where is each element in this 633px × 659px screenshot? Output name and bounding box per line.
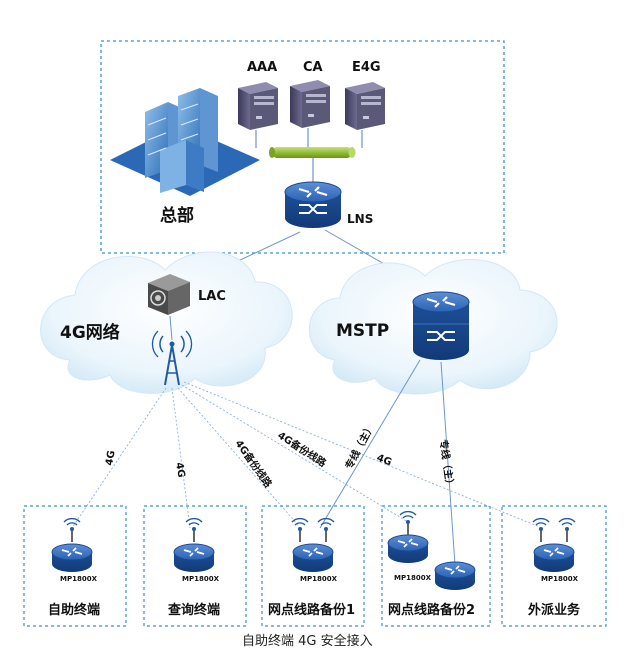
link-label-leased-2: 专线（主） — [437, 439, 457, 490]
hq-box — [100, 40, 505, 254]
diagram-caption: 自助终端 4G 安全接入 — [242, 633, 373, 649]
branch-outbound-router-icon — [533, 543, 575, 573]
server-e4g-label: E4G — [352, 60, 381, 75]
link-label-leased-1: 专线（主） — [342, 421, 377, 471]
branch-backup1-device: MP1800X — [300, 575, 338, 583]
server-e4g-icon — [345, 82, 385, 130]
link-label-4g-selfservice: 4G — [104, 450, 117, 467]
mstp-router-icon — [411, 290, 471, 362]
branch-outbound-device: MP1800X — [541, 575, 579, 583]
branch-backup2-router-icon-b — [434, 561, 476, 591]
lac-label: LAC — [198, 289, 226, 304]
branch-selfservice-router-icon — [51, 543, 93, 573]
lan-bus — [269, 147, 356, 158]
branch-selfservice-label: 自助终端 — [48, 602, 100, 618]
link-label-4g-query: 4G — [173, 462, 186, 479]
lac-device-icon — [148, 274, 190, 315]
link-label-4g-outbound: 4G — [375, 453, 393, 469]
server-aaa-label: AAA — [247, 60, 277, 75]
network-4g-label: 4G网络 — [60, 322, 120, 343]
branch-query-router-icon — [173, 543, 215, 573]
branch-backup1-label: 网点线路备份1 — [268, 602, 355, 618]
branch-selfservice-device: MP1800X — [60, 575, 98, 583]
branch-query-device: MP1800X — [182, 575, 220, 583]
cloud-4g-network — [40, 251, 293, 394]
server-bus-links — [255, 128, 363, 148]
mstp-label: MSTP — [336, 321, 389, 341]
server-ca-label: CA — [303, 60, 323, 75]
link-label-4g-backup-1: 4G备份线路 — [233, 437, 276, 490]
branch-backup2-device: MP1800X — [394, 574, 432, 582]
branch-boxes — [23, 505, 607, 627]
hq-building-icon — [110, 88, 260, 196]
server-aaa-icon — [238, 82, 278, 130]
branch-query-label: 查询终端 — [167, 602, 220, 618]
leased-lines — [319, 359, 456, 566]
branch-backup2-label: 网点线路备份2 — [388, 602, 475, 618]
cell-tower-icon — [151, 330, 193, 386]
branch-backup2-router-icon-a — [387, 534, 429, 564]
lns-router-icon — [283, 180, 343, 230]
branch-outbound-label: 外派业务 — [527, 602, 581, 618]
link-label-4g-backup-2: 4G备份线路 — [275, 429, 329, 470]
branch-backup1-router-icon — [292, 543, 334, 573]
server-ca-icon — [290, 80, 330, 128]
lns-label: LNS — [347, 212, 373, 226]
hq-label: 总部 — [160, 205, 194, 226]
